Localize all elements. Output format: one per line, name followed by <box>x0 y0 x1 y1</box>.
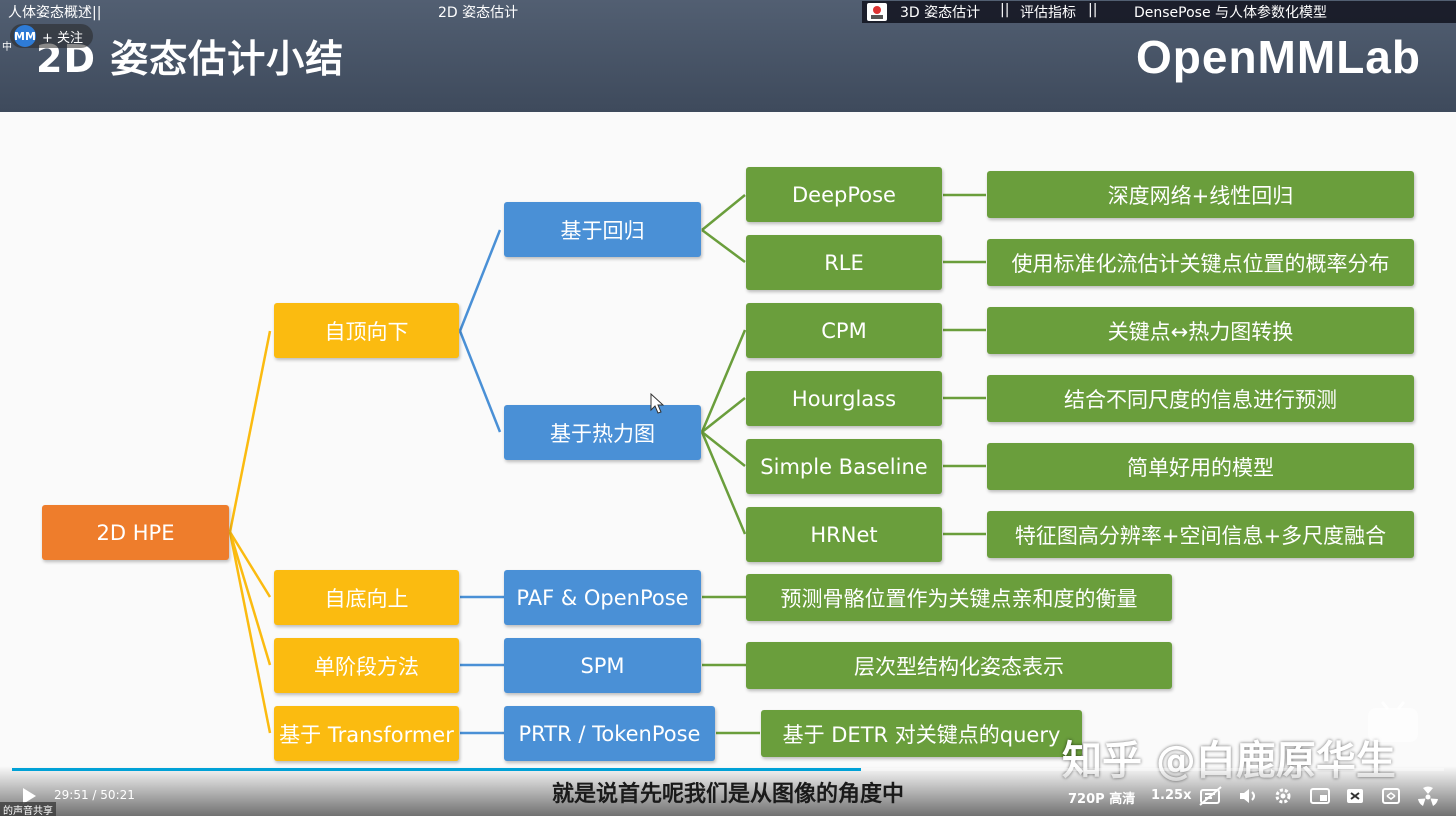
chapter-thumbnail-icon <box>867 3 887 21</box>
progress-bar[interactable] <box>12 768 1444 771</box>
node-rle: RLE <box>746 235 942 290</box>
node-deeppose: DeepPose <box>746 167 942 222</box>
desc-hrnet: 特征图高分辨率+空间信息+多尺度融合 <box>987 511 1414 558</box>
total-time: 50:21 <box>100 788 135 802</box>
uploader-avatar[interactable]: MM <box>14 25 36 47</box>
chapter-bar: 人体姿态概述|| 2D 姿态估计 3D 姿态估计 || 评估指标 || Dens… <box>0 0 1456 24</box>
chapter-eval[interactable]: 评估指标 <box>1020 5 1076 21</box>
progress-fill <box>12 768 862 771</box>
chapter-separator: || <box>1000 2 1010 18</box>
node-bottom-up: 自底向上 <box>274 570 459 625</box>
openmmlab-logo: OpenMMLab <box>1136 31 1421 83</box>
desc-rle: 使用标准化流估计关键点位置的概率分布 <box>987 239 1414 286</box>
follow-button[interactable]: MM + 关注 <box>10 24 94 48</box>
danmaku-off-icon[interactable] <box>1199 786 1223 806</box>
picture-in-picture-icon[interactable] <box>1309 786 1331 806</box>
desc-cpm: 关键点↔热力图转换 <box>987 307 1414 354</box>
desc-hourglass: 结合不同尺度的信息进行预测 <box>987 375 1414 422</box>
node-prtr-tokenpose: PRTR / TokenPose <box>504 706 715 761</box>
widescreen-icon[interactable] <box>1345 786 1365 806</box>
chapter-densepose[interactable]: DensePose 与人体参数化模型 <box>1134 5 1328 21</box>
node-regression: 基于回归 <box>504 202 701 257</box>
time-separator: / <box>92 788 97 802</box>
node-transformer: 基于 Transformer <box>274 706 459 761</box>
desc-spm: 层次型结构化姿态表示 <box>746 642 1172 689</box>
play-icon[interactable] <box>20 787 38 805</box>
fullscreen-icon[interactable] <box>1381 786 1401 806</box>
node-single-stage: 单阶段方法 <box>274 638 459 693</box>
chapter-3d[interactable]: 3D 姿态估计 <box>900 5 981 21</box>
node-root: 2D HPE <box>42 505 229 560</box>
current-time: 29:51 <box>54 788 89 802</box>
follow-label: + 关注 <box>42 30 84 46</box>
desc-prtr-tokenpose: 基于 DETR 对关键点的query <box>761 710 1082 757</box>
node-cpm: CPM <box>746 303 942 358</box>
desc-simple-baseline: 简单好用的模型 <box>987 443 1414 490</box>
chapter-intro[interactable]: 人体姿态概述|| <box>8 5 102 21</box>
node-hrnet: HRNet <box>746 507 942 562</box>
node-hourglass: Hourglass <box>746 371 942 426</box>
desc-deeppose: 深度网络+线性回归 <box>987 171 1414 218</box>
mouse-cursor-icon <box>650 393 664 414</box>
radiation-icon[interactable] <box>1417 786 1439 808</box>
node-top-down: 自顶向下 <box>274 303 459 358</box>
volume-icon[interactable] <box>1238 786 1258 806</box>
quality-selector[interactable]: 720P 高清 <box>1068 792 1136 807</box>
chapter-2d[interactable]: 2D 姿态估计 <box>438 5 519 21</box>
subtitle-text: 就是说首先呢我们是从图像的角度中 <box>551 782 904 807</box>
settings-icon[interactable] <box>1273 786 1293 806</box>
bottom-corner-tag: 的声音共享 <box>0 802 56 816</box>
desc-paf-openpose: 预测骨骼位置作为关键点亲和度的衡量 <box>746 574 1172 621</box>
chapter-list-bg <box>862 1 1456 23</box>
node-paf-openpose: PAF & OpenPose <box>504 570 701 625</box>
node-spm: SPM <box>504 638 701 693</box>
chapter-separator: || <box>1088 2 1098 18</box>
tv-mascot-icon <box>1368 701 1418 742</box>
uploader-side-char: 中 <box>2 42 12 53</box>
node-simple-baseline: Simple Baseline <box>746 439 942 494</box>
speed-selector[interactable]: 1.25x <box>1151 788 1192 803</box>
node-heatmap: 基于热力图 <box>504 405 701 460</box>
time-display: 29:51 / 50:21 <box>54 788 135 802</box>
